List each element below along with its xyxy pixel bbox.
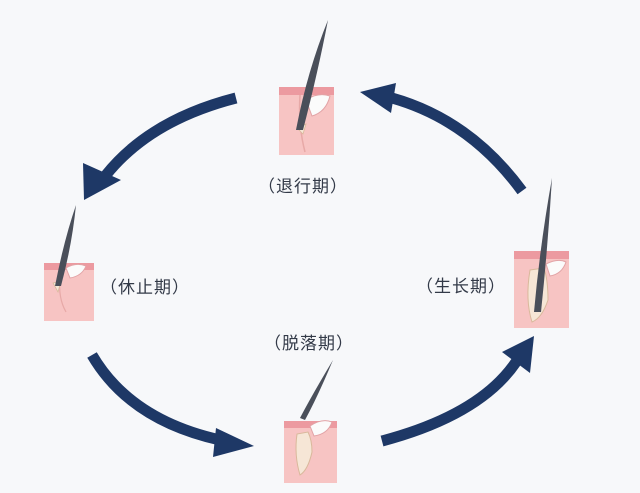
catagen-illustration xyxy=(279,20,334,155)
arrow-catagen-to-telogen xyxy=(101,92,238,179)
arrowhead-exogen xyxy=(213,428,254,457)
arrow-anagen-to-catagen xyxy=(390,92,527,195)
anagen-label: （生长期） xyxy=(416,277,506,297)
arrow-heads xyxy=(83,83,534,457)
arrow-exogen-to-anagen xyxy=(380,358,521,447)
telogen-illustration xyxy=(44,205,94,321)
arrowhead-anagen xyxy=(502,336,534,373)
arrowhead-telogen xyxy=(83,163,121,200)
exogen-illustration xyxy=(284,360,337,483)
catagen-label: （退行期） xyxy=(258,177,348,197)
telogen-label: （休止期） xyxy=(100,278,190,298)
anagen-illustration xyxy=(514,178,569,328)
exogen-label: （脱落期） xyxy=(264,334,354,354)
arrowhead-catagen xyxy=(360,83,396,113)
cycle-arrows xyxy=(87,92,527,447)
arrow-telogen-to-exogen xyxy=(87,352,222,446)
